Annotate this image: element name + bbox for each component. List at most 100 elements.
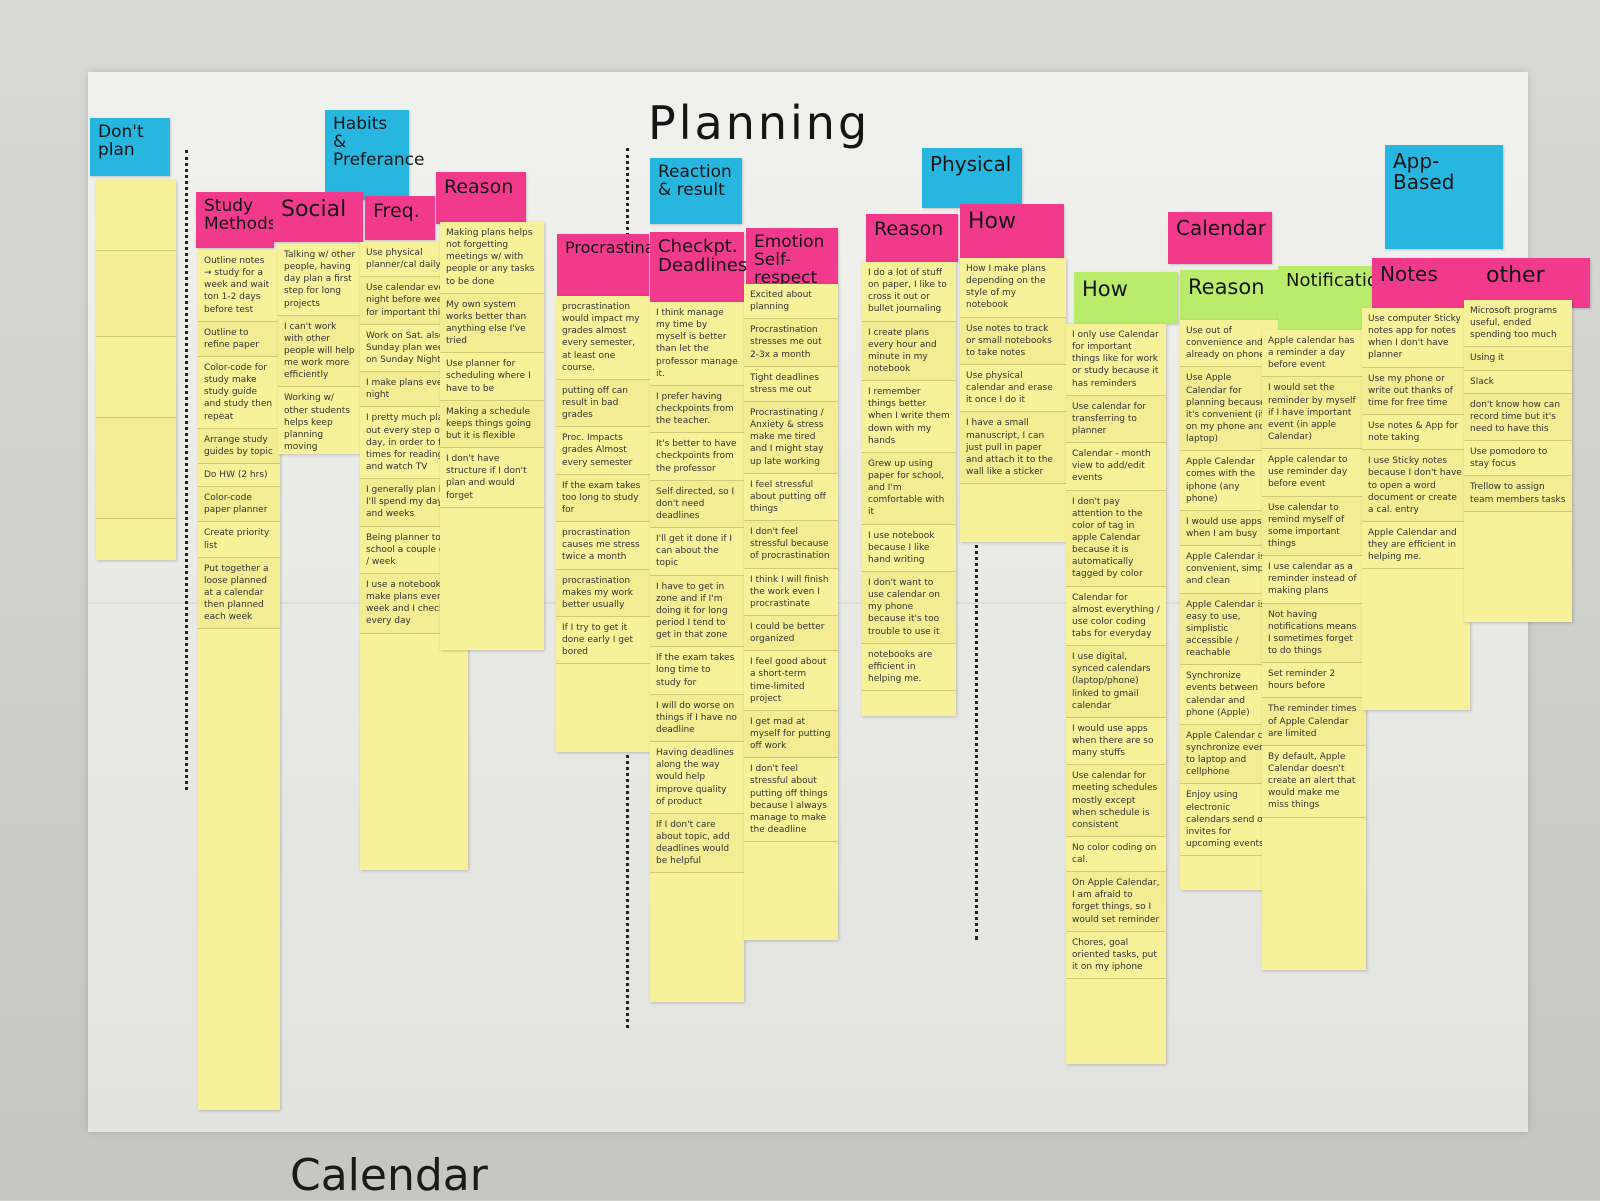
note: I remember things better when I write th… [862, 381, 956, 453]
note: I would set the reminder by myself if I … [1262, 377, 1366, 450]
note: procrastination would impact my grades a… [556, 296, 650, 380]
note: I will do worse on things if I have no d… [650, 694, 744, 743]
note: Calendar for almost everything / use col… [1066, 587, 1166, 647]
note: I don't pay attention to the color of ta… [1066, 490, 1166, 587]
column-header-social: Social [273, 192, 363, 242]
note: I create plans every hour and minute in … [862, 321, 956, 382]
note-stack-how-1: How I make plans depending on the style … [960, 258, 1066, 542]
note: Use physical calendar and erase it once … [960, 365, 1066, 413]
note-stack-reason-2: I do a lot of stuff on paper, I like to … [862, 262, 956, 716]
group-app-based: App-Based [1385, 145, 1503, 249]
note: I feel stressful about putting off thing… [744, 474, 838, 522]
note: Color-code paper planner [198, 487, 280, 523]
note: I don't have structure if I don't plan a… [440, 448, 544, 508]
note: putting off can result in bad grades [556, 379, 650, 428]
note: Apple calendar to use reminder day befor… [1262, 449, 1366, 497]
note: Calendar - month view to add/edit events [1066, 443, 1166, 491]
note: Use calendar for meeting schedules mostl… [1066, 765, 1166, 837]
note: Outline to refine paper [198, 321, 280, 357]
note [96, 337, 176, 418]
note: procrastination makes my work better usu… [556, 569, 650, 617]
note: Trellow to assign team members tasks [1464, 476, 1572, 512]
bottom-label: Calendar [290, 1150, 488, 1201]
divider-1 [185, 150, 188, 790]
note-stack-notes: Use computer Sticky notes app for notes … [1362, 308, 1470, 710]
note [96, 418, 176, 519]
note: Apple Calendar comes with the iphone (an… [1180, 451, 1280, 511]
column-header-emotion: Emotion Self-respect [746, 228, 838, 287]
note: I use digital, synced calendars (laptop/… [1066, 646, 1166, 718]
column-header-checkpt: Checkpt. Deadlines [650, 232, 747, 302]
note: Enjoy using electronic calendars send ou… [1180, 784, 1280, 857]
note: I use Sticky notes because I don't have … [1362, 450, 1470, 522]
note [96, 180, 176, 251]
column-header-how-1: How [960, 204, 1064, 258]
note-stack-notification: Apple calendar has a reminder a day befo… [1262, 330, 1366, 970]
note: How I make plans depending on the style … [960, 258, 1066, 318]
note: Set reminder 2 hours before [1262, 663, 1366, 699]
note-stack-other: Microsoft programs useful, ended spendin… [1464, 300, 1572, 622]
note: Proc. Impacts grades Almost every semest… [556, 427, 650, 475]
note: Do HW (2 hrs) [198, 464, 280, 488]
note: Color-code for study make study guide an… [198, 357, 280, 429]
note: notebooks are efficient in helping me. [862, 644, 956, 692]
note: By default, Apple Calendar doesn't creat… [1262, 746, 1366, 818]
note: I can't work with other people will help… [278, 315, 362, 388]
note: I could be better organized [744, 615, 838, 652]
note: Tight deadlines stress me out [744, 367, 838, 402]
column-header-how-2: How [1074, 272, 1178, 324]
column-header-procrastination: Procrastination [557, 234, 685, 296]
note: Put together a loose planned at a calend… [198, 557, 280, 630]
note-stack-dont-plan [96, 180, 176, 560]
note: If the exam takes long time to study for [650, 647, 744, 695]
note: It's better to have checkpoints from the… [650, 433, 744, 481]
note: Synchronize events between calendar and … [1180, 665, 1280, 725]
note: Being planner to school a couple days / … [360, 527, 468, 574]
note: I feel good about a short-term time-limi… [744, 651, 838, 711]
note: I don't want to use calendar on my phone… [862, 571, 956, 644]
column-header-notes: Notes [1372, 258, 1480, 308]
note: Use pomodoro to stay focus [1464, 441, 1572, 477]
note: Use calendar to remind myself of some im… [1262, 496, 1366, 557]
column-header-reason-3: Reason [1180, 270, 1280, 320]
note: I use calendar as a reminder instead of … [1262, 556, 1366, 604]
note: Slack [1464, 371, 1572, 394]
note: Chores, goal oriented tasks, put it on m… [1066, 932, 1166, 980]
note: procrastination causes me stress twice a… [556, 522, 650, 570]
note: Use calendar for transferring to planner [1066, 395, 1166, 444]
note-stack-social: Talking w/ other people, having day plan… [278, 244, 362, 454]
divider-3 [975, 160, 978, 940]
note: don't know how can record time but it's … [1464, 393, 1572, 442]
note: Use physical planner/cal daily [360, 242, 468, 278]
note: If I don't care about topic, add deadlin… [650, 813, 744, 874]
note: Apple calendar has a reminder a day befo… [1262, 330, 1366, 378]
board-title: Planning [648, 96, 871, 150]
note: Arrange study guides by topic [198, 428, 280, 464]
note: I do a lot of stuff on paper, I like to … [862, 262, 956, 322]
note: Procrastinating / Anxiety & stress make … [744, 401, 838, 474]
group-dont-plan: Don't plan [90, 118, 170, 176]
note: I prefer having checkpoints from the tea… [650, 385, 744, 434]
note: Create priority list [198, 522, 280, 558]
note: Use notes & App for note taking [1362, 415, 1470, 451]
note: Making a schedule keeps things going but… [440, 400, 544, 449]
note-stack-checkpt: I think manage my time by myself is bett… [650, 302, 744, 1002]
note: Microsoft programs useful, ended spendin… [1464, 300, 1572, 348]
note-stack-procrastination: procrastination would impact my grades a… [556, 296, 650, 752]
note-stack-how-2: I only use Calendar for important things… [1066, 324, 1166, 1064]
note: I would use apps when there are so many … [1066, 718, 1166, 766]
note: I have to get in zone and if I'm doing i… [650, 575, 744, 648]
column-header-freq: Freq. [365, 196, 435, 240]
group-habits: Habits & Preferance [325, 110, 424, 200]
note: I only use Calendar for important things… [1066, 324, 1166, 396]
note: Not having notifications means I sometim… [1262, 603, 1366, 664]
note: On Apple Calendar, I am afraid to forget… [1066, 872, 1166, 932]
group-reaction: Reaction & result [650, 158, 742, 224]
note-stack-reason-1: Making plans helps not forgetting meetin… [440, 222, 544, 650]
note: The reminder times of Apple Calendar are… [1262, 698, 1366, 746]
note: Use my phone or write out thanks of time… [1362, 367, 1470, 415]
note: Use notes to track or small notebooks to… [960, 317, 1066, 365]
note: I pretty much plan out every step of my … [360, 407, 468, 480]
note: Use computer Sticky notes app for notes … [1362, 308, 1470, 368]
note: I have a small manuscript, I can just pu… [960, 412, 1066, 485]
